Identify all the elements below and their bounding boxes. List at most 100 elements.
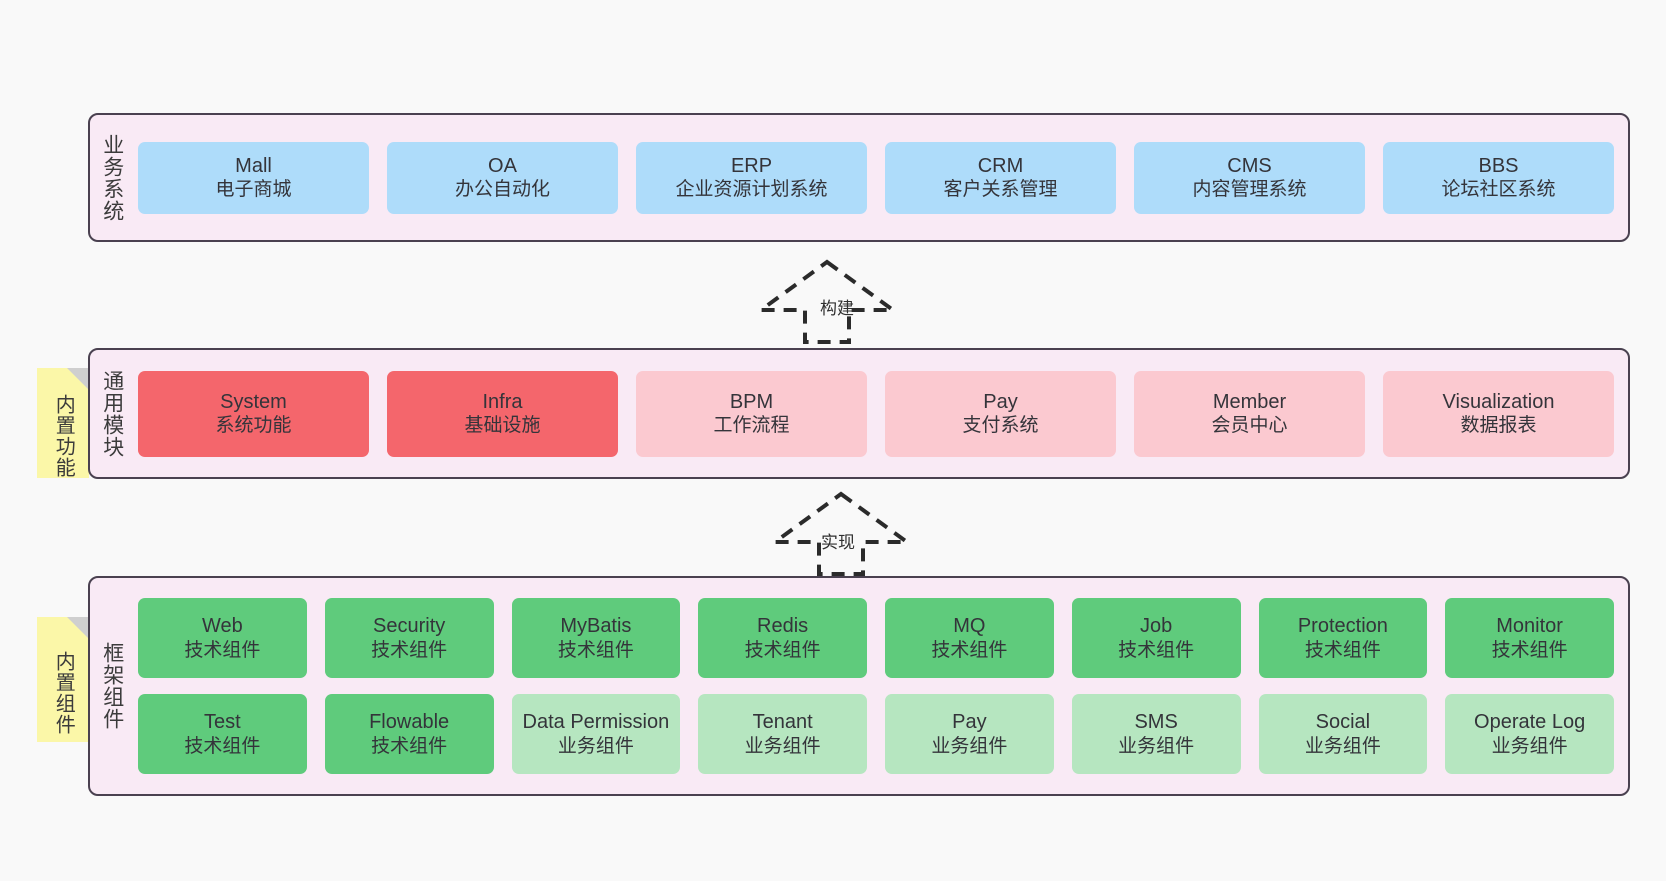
node-security[interactable]: Security 技术组件 xyxy=(324,598,494,678)
node-cms[interactable]: CMS 内容管理系统 xyxy=(1134,141,1365,214)
node-title: Tenant xyxy=(752,711,813,734)
node-title: BBS xyxy=(1478,154,1519,177)
node-sms[interactable]: SMS 业务组件 xyxy=(1071,694,1241,774)
node-subtitle: 技术组件 xyxy=(184,639,261,661)
node-subtitle: 技术组件 xyxy=(371,735,448,757)
node-title: Pay xyxy=(983,390,1018,413)
node-title: OA xyxy=(488,154,517,177)
node-subtitle: 工作流程 xyxy=(713,415,790,437)
node-test[interactable]: Test 技术组件 xyxy=(138,694,307,774)
node-title: SMS xyxy=(1134,711,1178,734)
node-erp[interactable]: ERP 企业资源计划系统 xyxy=(636,141,867,214)
node-title: Pay xyxy=(952,711,987,734)
node-title: MyBatis xyxy=(560,615,632,638)
node-title: ERP xyxy=(730,154,773,177)
node-monitor[interactable]: Monitor 技术组件 xyxy=(1445,598,1614,678)
node-subtitle: 业务组件 xyxy=(1118,735,1195,757)
node-data-permission[interactable]: Data Permission 业务组件 xyxy=(511,694,681,774)
node-title: CMS xyxy=(1227,154,1272,177)
node-subtitle: 支付系统 xyxy=(962,415,1039,437)
node-subtitle: 技术组件 xyxy=(1118,639,1195,661)
node-title: Monitor xyxy=(1496,615,1563,638)
connector-label-build: 构建 xyxy=(820,299,854,318)
node-title: CRM xyxy=(977,154,1024,177)
node-subtitle: 业务组件 xyxy=(1491,735,1568,757)
generalization-arrow-icon xyxy=(754,259,900,344)
node-subtitle: 业务组件 xyxy=(1304,735,1381,757)
node-title: Social xyxy=(1315,711,1371,734)
node-title: Infra xyxy=(482,390,523,413)
node-subtitle: 数据报表 xyxy=(1460,415,1537,437)
node-pay-module[interactable]: Pay 支付系统 xyxy=(885,370,1116,457)
node-title: Operate Log xyxy=(1474,711,1586,734)
node-subtitle: 技术组件 xyxy=(371,639,448,661)
panel-label-framework-components: 框架组件 xyxy=(100,642,124,730)
node-social[interactable]: Social 业务组件 xyxy=(1258,694,1428,774)
node-subtitle: 内容管理系统 xyxy=(1192,179,1307,201)
generalization-arrow-icon xyxy=(768,491,914,576)
panel-label-business-system: 业务系统 xyxy=(100,133,124,222)
node-redis[interactable]: Redis 技术组件 xyxy=(698,598,867,678)
panel-body-business-system: Mall 电子商城 OA 办公自动化 ERP 企业资源计划系统 CRM 客户关系… xyxy=(134,115,1628,240)
node-flowable[interactable]: Flowable 技术组件 xyxy=(324,694,494,774)
node-subtitle: 企业资源计划系统 xyxy=(675,179,828,201)
node-subtitle: 技术组件 xyxy=(184,735,261,757)
node-title: Protection xyxy=(1297,615,1388,638)
node-title: Member xyxy=(1212,390,1287,413)
node-pay-component[interactable]: Pay 业务组件 xyxy=(885,694,1054,774)
node-job[interactable]: Job 技术组件 xyxy=(1071,598,1241,678)
node-title: Security xyxy=(373,615,446,638)
node-subtitle: 技术组件 xyxy=(1304,639,1381,661)
panel-label-common-modules: 通用模块 xyxy=(100,369,124,458)
panel-row: Web 技术组件 Security 技术组件 MyBatis 技术组件 Redi… xyxy=(138,598,1614,678)
node-bpm[interactable]: BPM 工作流程 xyxy=(636,370,867,457)
panel-row: Mall 电子商城 OA 办公自动化 ERP 企业资源计划系统 CRM 客户关系… xyxy=(138,141,1614,214)
node-web[interactable]: Web 技术组件 xyxy=(138,598,307,678)
node-protection[interactable]: Protection 技术组件 xyxy=(1258,598,1428,678)
node-title: Data Permission xyxy=(522,711,670,734)
sticky-note-label: 内置功能 xyxy=(52,394,75,478)
node-title: Test xyxy=(204,711,241,734)
node-subtitle: 基础设施 xyxy=(464,415,541,437)
node-tenant[interactable]: Tenant 业务组件 xyxy=(698,694,867,774)
panel-common-modules: 通用模块 System 系统功能 Infra 基础设施 BPM 工作流程 Pay… xyxy=(88,348,1630,479)
node-title: Flowable xyxy=(369,711,450,734)
node-subtitle: 技术组件 xyxy=(931,639,1008,661)
node-title: Web xyxy=(201,615,243,638)
node-subtitle: 论坛社区系统 xyxy=(1441,179,1556,201)
node-mq[interactable]: MQ 技术组件 xyxy=(885,598,1054,678)
node-subtitle: 办公自动化 xyxy=(454,179,550,201)
panel-body-framework-components: Web 技术组件 Security 技术组件 MyBatis 技术组件 Redi… xyxy=(134,578,1628,794)
node-title: BPM xyxy=(729,390,774,413)
node-subtitle: 技术组件 xyxy=(1491,639,1568,661)
node-infra[interactable]: Infra 基础设施 xyxy=(387,370,618,457)
panel-body-common-modules: System 系统功能 Infra 基础设施 BPM 工作流程 Pay 支付系统… xyxy=(134,350,1628,477)
node-mall[interactable]: Mall 电子商城 xyxy=(138,141,369,214)
node-crm[interactable]: CRM 客户关系管理 xyxy=(885,141,1116,214)
node-subtitle: 会员中心 xyxy=(1211,415,1288,437)
sticky-note-builtin-function: 内置功能 xyxy=(37,368,89,478)
node-bbs[interactable]: BBS 论坛社区系统 xyxy=(1383,141,1614,214)
node-mybatis[interactable]: MyBatis 技术组件 xyxy=(511,598,681,678)
node-title: Job xyxy=(1140,615,1173,638)
panel-row: System 系统功能 Infra 基础设施 BPM 工作流程 Pay 支付系统… xyxy=(138,370,1614,457)
node-subtitle: 客户关系管理 xyxy=(943,179,1058,201)
node-visualization[interactable]: Visualization 数据报表 xyxy=(1383,370,1614,457)
node-member[interactable]: Member 会员中心 xyxy=(1134,370,1365,457)
node-oa[interactable]: OA 办公自动化 xyxy=(387,141,618,214)
node-operate-log[interactable]: Operate Log 业务组件 xyxy=(1445,694,1614,774)
node-subtitle: 业务组件 xyxy=(744,735,821,757)
sticky-note-builtin-component: 内置组件 xyxy=(37,617,89,742)
connector-build: 构建 xyxy=(754,258,900,344)
panel-business-system: 业务系统 Mall 电子商城 OA 办公自动化 ERP 企业资源计划系统 CRM… xyxy=(88,113,1630,242)
connector-implement: 实现 xyxy=(768,490,914,576)
connector-label-implement: 实现 xyxy=(821,533,855,552)
node-system[interactable]: System 系统功能 xyxy=(138,370,369,457)
node-subtitle: 业务组件 xyxy=(931,735,1008,757)
sticky-note-label: 内置组件 xyxy=(52,650,75,735)
panel-row: Test 技术组件 Flowable 技术组件 Data Permission … xyxy=(138,694,1614,774)
node-subtitle: 技术组件 xyxy=(557,639,634,661)
panel-framework-components: 框架组件 Web 技术组件 Security 技术组件 MyBatis 技术组件… xyxy=(88,576,1630,796)
node-title: Redis xyxy=(757,615,809,638)
